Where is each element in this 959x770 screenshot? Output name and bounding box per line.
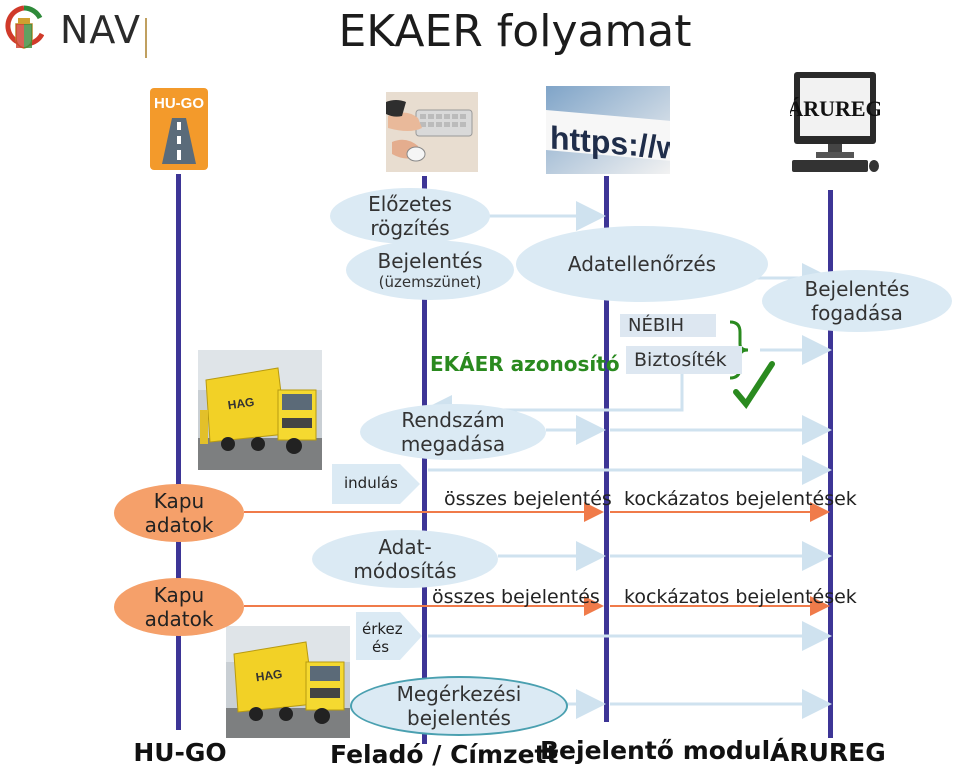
nav-logo	[4, 4, 45, 60]
truck-photo-top: HAG	[198, 350, 322, 470]
hu-go-sign-text: HU-GO	[154, 95, 204, 112]
indulas-label: indulás	[344, 474, 398, 492]
elozetes-rogzites-bubble: Előzetes rögzítés	[330, 188, 490, 244]
computer-monitor-icon: ÁRUREG	[787, 70, 883, 176]
lane-hugo	[176, 174, 181, 730]
kapu-1-line1: Kapu	[153, 489, 205, 513]
megerkezesi-bejelentes-bubble: Megérkezési bejelentés	[350, 676, 568, 736]
nebih-tag: NÉBIH	[620, 314, 716, 337]
bejelentes-bubble: Bejelentés (üzemszünet)	[346, 240, 514, 300]
megerkezesi-line2: bejelentés	[407, 706, 511, 730]
adatmodositas-bubble: Adat- módosítás	[312, 530, 498, 588]
fogadas-line1: Bejelentés	[804, 277, 910, 301]
megerkezesi-line1: Megérkezési	[396, 682, 522, 706]
rendszam-line1: Rendszám	[401, 408, 505, 432]
keyboard-mouse-icon	[386, 92, 478, 172]
lane-felado	[422, 176, 427, 744]
column-label-felado: Feladó / Címzett	[330, 740, 559, 769]
biztositek-tag: Biztosíték	[626, 346, 742, 374]
erkezes-label-2: és	[372, 638, 390, 656]
adatellenorzes-line1: Adatellenőrzés	[567, 252, 717, 276]
adatellenorzes-bubble: Adatellenőrzés	[516, 226, 768, 302]
brand-divider	[145, 18, 147, 58]
bejelentes-fogadasa-bubble: Bejelentés fogadása	[762, 270, 952, 332]
bejelentes-line1: Bejelentés	[377, 249, 483, 273]
truck-photo-bottom: HAG	[226, 626, 350, 738]
ekaer-azonosito-label: EKÁER azonosító	[430, 352, 620, 376]
svg-text:HAG: HAG	[227, 395, 255, 413]
adatmod-line1: Adat-	[378, 535, 432, 559]
column-label-hugo: HU-GO	[133, 738, 227, 767]
elozetes-line2: rögzítés	[370, 216, 450, 240]
column-label-modul: Bejelentő modul	[540, 736, 771, 765]
kapu-2-line1: Kapu	[153, 583, 205, 607]
nav-brand-name: NAV	[60, 8, 141, 52]
page-title: EKAER folyamat	[338, 6, 692, 57]
monitor-screen-text: ÁRUREG	[790, 96, 880, 121]
https-browser-icon: https://www.	[546, 86, 739, 174]
kapu-1-line2: adatok	[144, 513, 214, 537]
kapu-adatok-1: Kapu adatok	[114, 484, 244, 542]
osszes-bejelentes-1: összes bejelentés	[444, 488, 612, 510]
osszes-bejelentes-2: összes bejelentés	[432, 586, 600, 608]
fogadas-line2: fogadása	[811, 301, 903, 325]
adatmod-line2: módosítás	[353, 559, 457, 583]
hu-go-road-sign-icon: HU-GO	[150, 88, 208, 170]
column-label-arureg: ÁRUREG	[770, 738, 886, 767]
erkezes-chevron	[356, 612, 422, 660]
rendszam-megadasa-bubble: Rendszám megadása	[360, 404, 546, 460]
svg-text:HAG: HAG	[255, 667, 283, 685]
bejelentes-line2: (üzemszünet)	[378, 273, 482, 291]
check-mark-icon	[733, 361, 775, 410]
lane-modul	[604, 176, 609, 722]
kockazatos-bejelentesek-2: kockázatos bejelentések	[624, 586, 857, 608]
elozetes-line1: Előzetes	[368, 192, 452, 216]
nav-emblem-icon	[5, 5, 45, 49]
kockazatos-bejelentesek-1: kockázatos bejelentések	[624, 488, 857, 510]
rendszam-line2: megadása	[400, 432, 506, 456]
erkezes-label-1: érkez	[362, 620, 403, 638]
indulas-chevron	[332, 464, 420, 504]
kapu-adatok-2: Kapu adatok	[114, 578, 244, 636]
kapu-2-line2: adatok	[144, 607, 214, 631]
